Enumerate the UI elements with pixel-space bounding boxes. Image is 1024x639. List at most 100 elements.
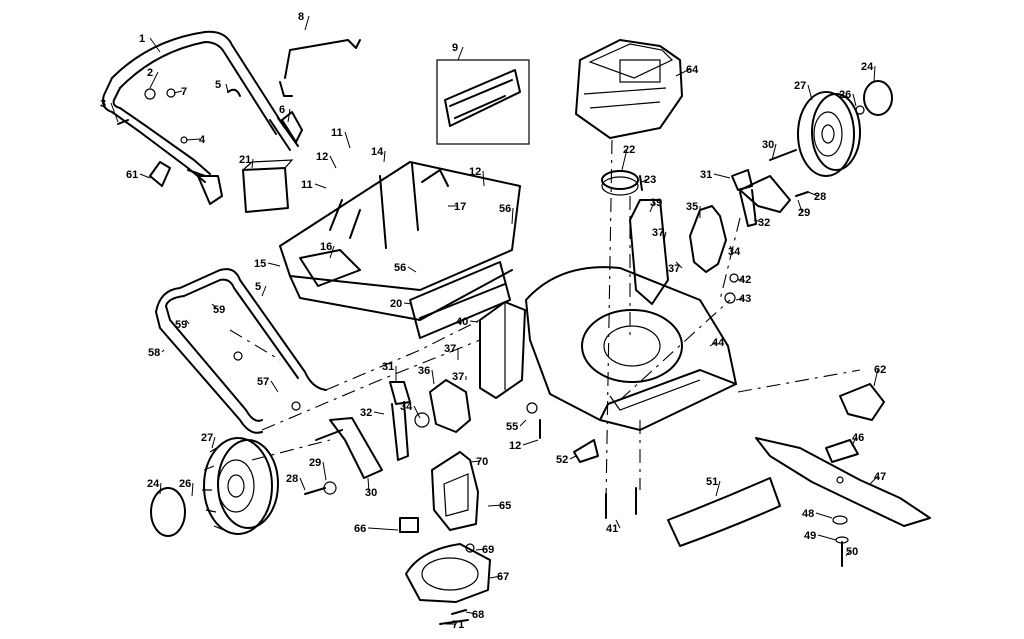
flap-62 — [839, 383, 885, 421]
control-bail — [279, 39, 361, 97]
callout-leader-c8 — [304, 15, 310, 31]
callout-labels: 1234556789111112121214151617202122232424… — [100, 11, 886, 631]
rear-wheel-right — [797, 91, 861, 177]
height-adjuster-left — [329, 417, 383, 479]
callout-label-5: 5 — [255, 281, 261, 293]
callout-leader-c22 — [621, 148, 628, 171]
callout-label-42: 42 — [739, 274, 751, 286]
callout-leader-c20 — [403, 302, 413, 305]
callout-leader-c5a — [225, 83, 229, 93]
callout-label-20: 20 — [390, 298, 402, 310]
callout-label-50: 50 — [846, 546, 858, 558]
callout-label-6: 6 — [279, 104, 285, 116]
callout-leader-c21 — [251, 158, 254, 169]
callout-leader-c28a — [807, 191, 819, 197]
callout-leader-c12a — [329, 155, 337, 169]
callout-label-27: 27 — [201, 432, 213, 444]
callout-label-32: 32 — [758, 217, 770, 229]
callout-leader-c1 — [149, 37, 161, 53]
callout-leader-c34a — [729, 245, 733, 252]
callout-label-24: 24 — [147, 478, 160, 490]
grass-catcher-frame — [279, 161, 521, 339]
bracket-21 — [242, 159, 294, 213]
callout-label-67: 67 — [497, 571, 509, 583]
callout-label-28: 28 — [814, 191, 826, 203]
callout-leader-c24b — [159, 482, 162, 495]
callout-leader-c30a — [771, 143, 777, 161]
cable-clip — [227, 88, 241, 97]
callout-label-3: 3 — [100, 98, 106, 110]
callout-leader-c59b — [211, 303, 218, 310]
callout-label-16: 16 — [320, 241, 332, 253]
callout-leader-c32a — [753, 219, 763, 223]
callout-leader-c29a — [797, 199, 803, 213]
callout-leader-c43 — [735, 297, 744, 301]
callout-label-26: 26 — [839, 89, 851, 101]
callout-label-29: 29 — [309, 457, 321, 469]
callout-leader-c12c — [522, 439, 539, 446]
callout-label-70: 70 — [476, 456, 488, 468]
lower-handle — [155, 268, 327, 434]
engine — [575, 39, 683, 139]
callout-leader-c64 — [675, 68, 691, 77]
callout-leader-c49 — [817, 534, 837, 541]
hubcap-left — [150, 487, 186, 537]
callout-leader-c29b — [322, 461, 327, 481]
callout-leader-c47 — [869, 475, 879, 485]
callout-label-71: 71 — [452, 619, 464, 631]
callout-label-17: 17 — [454, 201, 466, 213]
callout-leader-c27a — [807, 84, 813, 101]
deck-bolts-41 — [605, 487, 637, 519]
callout-label-68: 68 — [472, 609, 484, 621]
callout-label-4: 4 — [199, 134, 206, 146]
callout-leader-c9 — [457, 46, 464, 61]
height-lever-left — [389, 381, 411, 461]
callout-label-11: 11 — [331, 127, 343, 139]
callout-leader-c14 — [383, 150, 386, 163]
callout-label-22: 22 — [623, 144, 635, 156]
callout-label-56: 56 — [499, 203, 511, 215]
callout-leader-c6 — [287, 108, 291, 123]
callout-leader-c37b — [675, 261, 683, 269]
upper-handle — [102, 30, 299, 183]
callout-label-8: 8 — [298, 11, 304, 23]
side-discharge-deflector — [405, 543, 491, 603]
callout-leader-c52 — [569, 455, 577, 460]
callout-label-34: 34 — [728, 246, 741, 258]
callout-leader-c44 — [709, 341, 717, 347]
callout-label-62: 62 — [874, 364, 886, 376]
gear-plate-left — [414, 379, 471, 433]
axle-bracket-right — [629, 199, 669, 305]
callout-leader-c24a — [873, 65, 876, 83]
callout-label-31: 31 — [700, 169, 712, 181]
callout-leader-c69 — [475, 548, 487, 551]
callout-leader-c5b — [261, 285, 267, 297]
callout-label-15: 15 — [254, 258, 266, 270]
hubcap-right — [863, 80, 893, 116]
callout-label-37: 37 — [668, 263, 680, 275]
callout-leader-c48 — [815, 512, 833, 519]
callout-leader-c23 — [641, 178, 649, 183]
callout-label-59: 59 — [213, 304, 225, 316]
callout-label-61: 61 — [126, 169, 138, 181]
callout-label-65: 65 — [499, 500, 511, 512]
callout-label-34: 34 — [400, 401, 413, 413]
bracket-40 — [479, 301, 526, 399]
callout-label-35: 35 — [686, 201, 698, 213]
callout-label-46: 46 — [852, 432, 864, 444]
callout-leader-c67 — [489, 575, 502, 579]
callout-leader-c58 — [161, 349, 165, 353]
callout-label-11: 11 — [301, 179, 313, 191]
callout-label-47: 47 — [874, 471, 886, 483]
callout-label-41: 41 — [606, 523, 618, 535]
callout-leader-c26b — [191, 482, 194, 497]
callout-leader-c2 — [149, 71, 159, 89]
callout-leader-c46 — [851, 436, 857, 447]
callout-leader-c57 — [270, 380, 279, 393]
callout-leader-c40 — [469, 320, 479, 323]
gear-35 — [689, 205, 727, 273]
callout-leader-c66 — [367, 527, 399, 531]
callout-leader-c26a — [852, 93, 857, 107]
callout-label-64: 64 — [686, 64, 699, 76]
engine-pulley — [601, 170, 643, 196]
